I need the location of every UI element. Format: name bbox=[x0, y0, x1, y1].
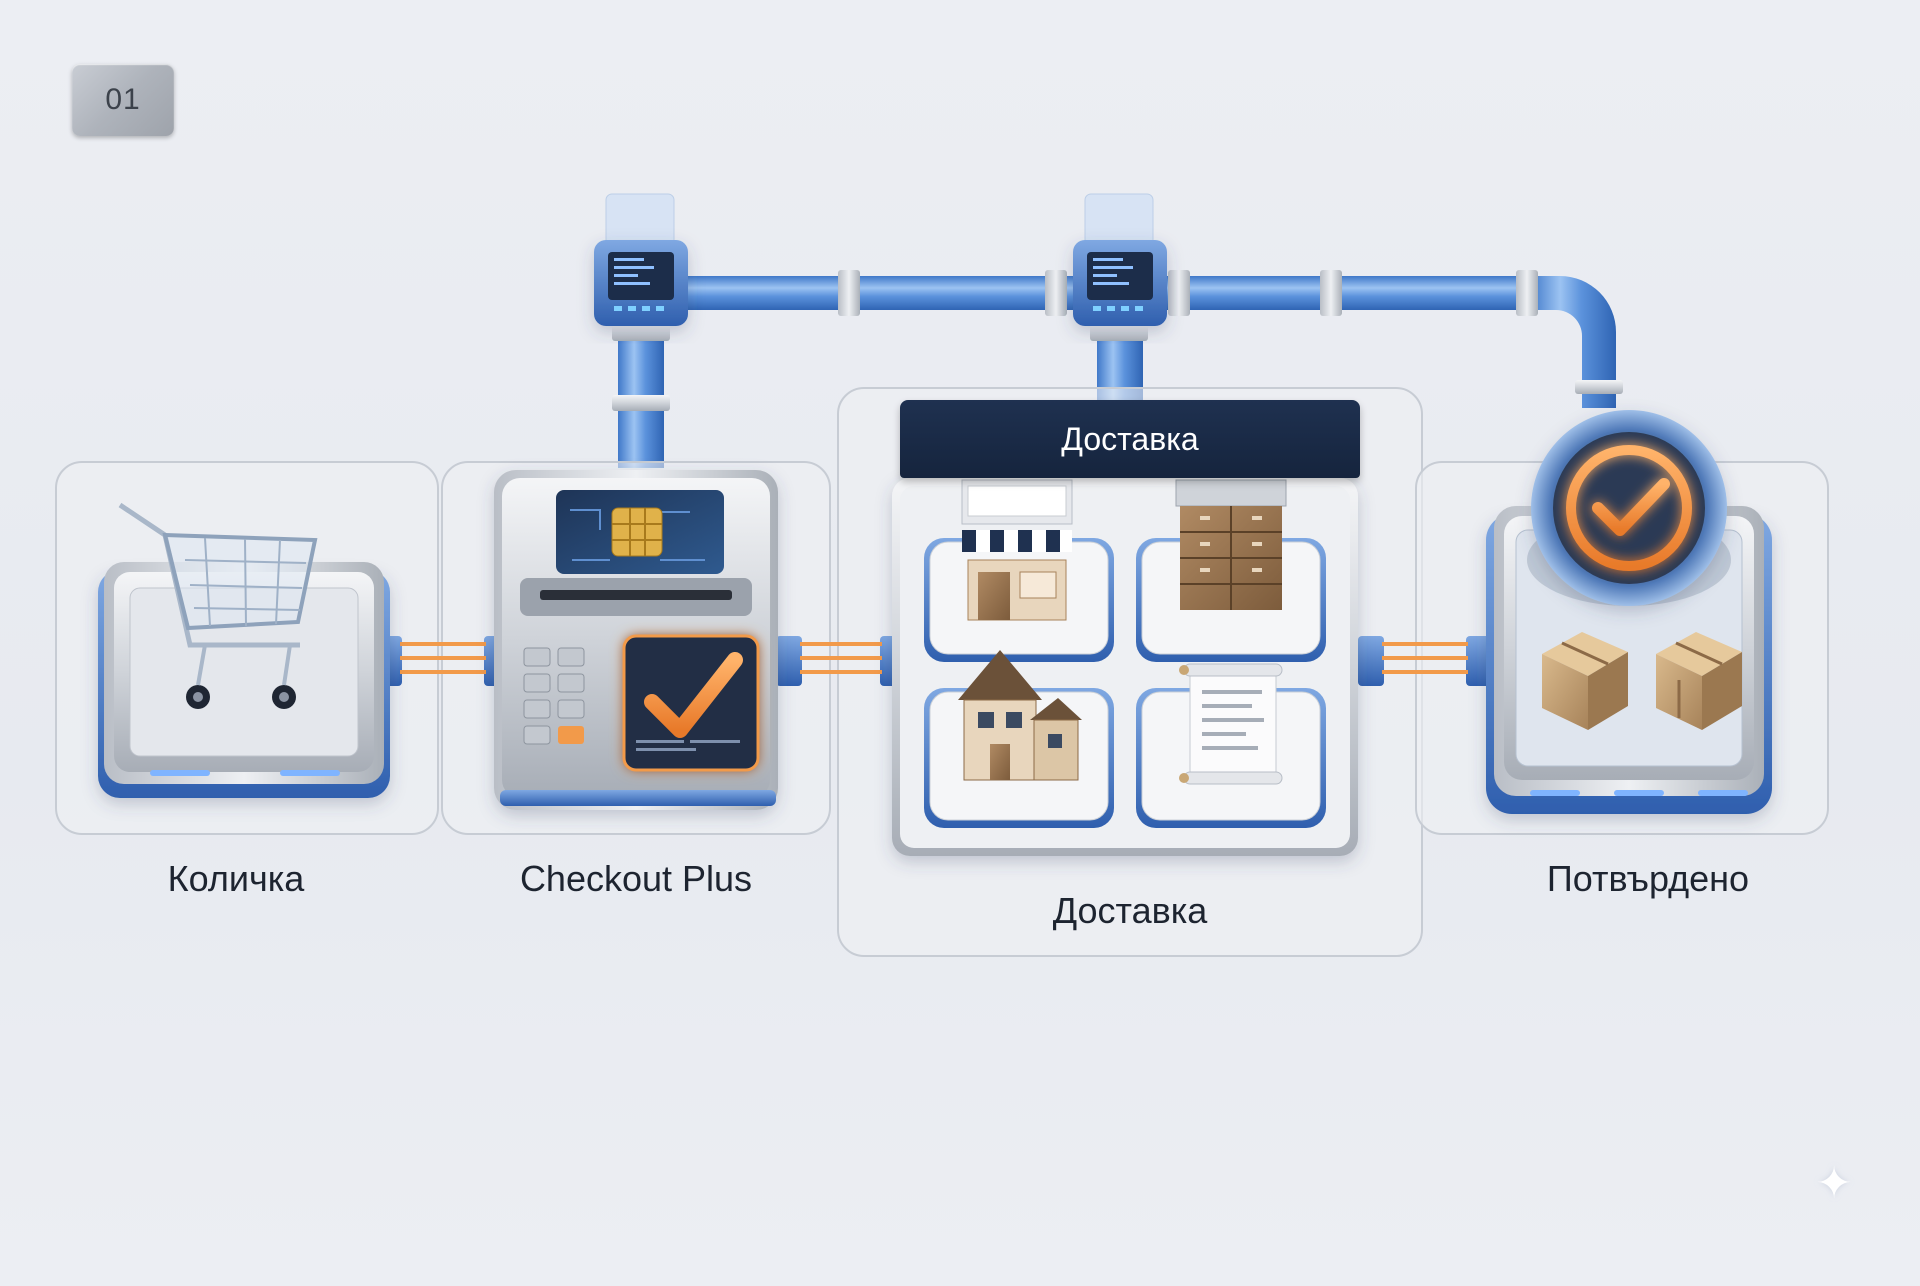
stage-label-delivery: Доставка bbox=[1052, 890, 1208, 931]
shopping-cart-icon bbox=[98, 502, 390, 798]
data-hub-icon bbox=[594, 193, 688, 326]
house-icon bbox=[924, 650, 1114, 828]
warehouse-shelves-icon bbox=[1136, 479, 1326, 662]
data-hub-icon bbox=[1073, 193, 1167, 326]
stage-label-checkout: Checkout Plus bbox=[519, 858, 753, 899]
sparkle-icon: ✦ bbox=[1815, 1159, 1853, 1208]
delivery-banner: Доставка bbox=[900, 400, 1360, 478]
payment-terminal-icon bbox=[494, 470, 778, 810]
stage-label-confirmed: Потвърдено bbox=[1546, 858, 1750, 899]
store-icon bbox=[924, 479, 1114, 662]
checkmark-circle-icon bbox=[1527, 410, 1731, 606]
stage-label-cart: Количка bbox=[167, 858, 305, 899]
step-badge: 01 bbox=[72, 64, 174, 136]
package-boxes-icon bbox=[1542, 632, 1742, 730]
connector bbox=[1358, 636, 1492, 686]
receipt-scroll-icon bbox=[1136, 663, 1326, 828]
